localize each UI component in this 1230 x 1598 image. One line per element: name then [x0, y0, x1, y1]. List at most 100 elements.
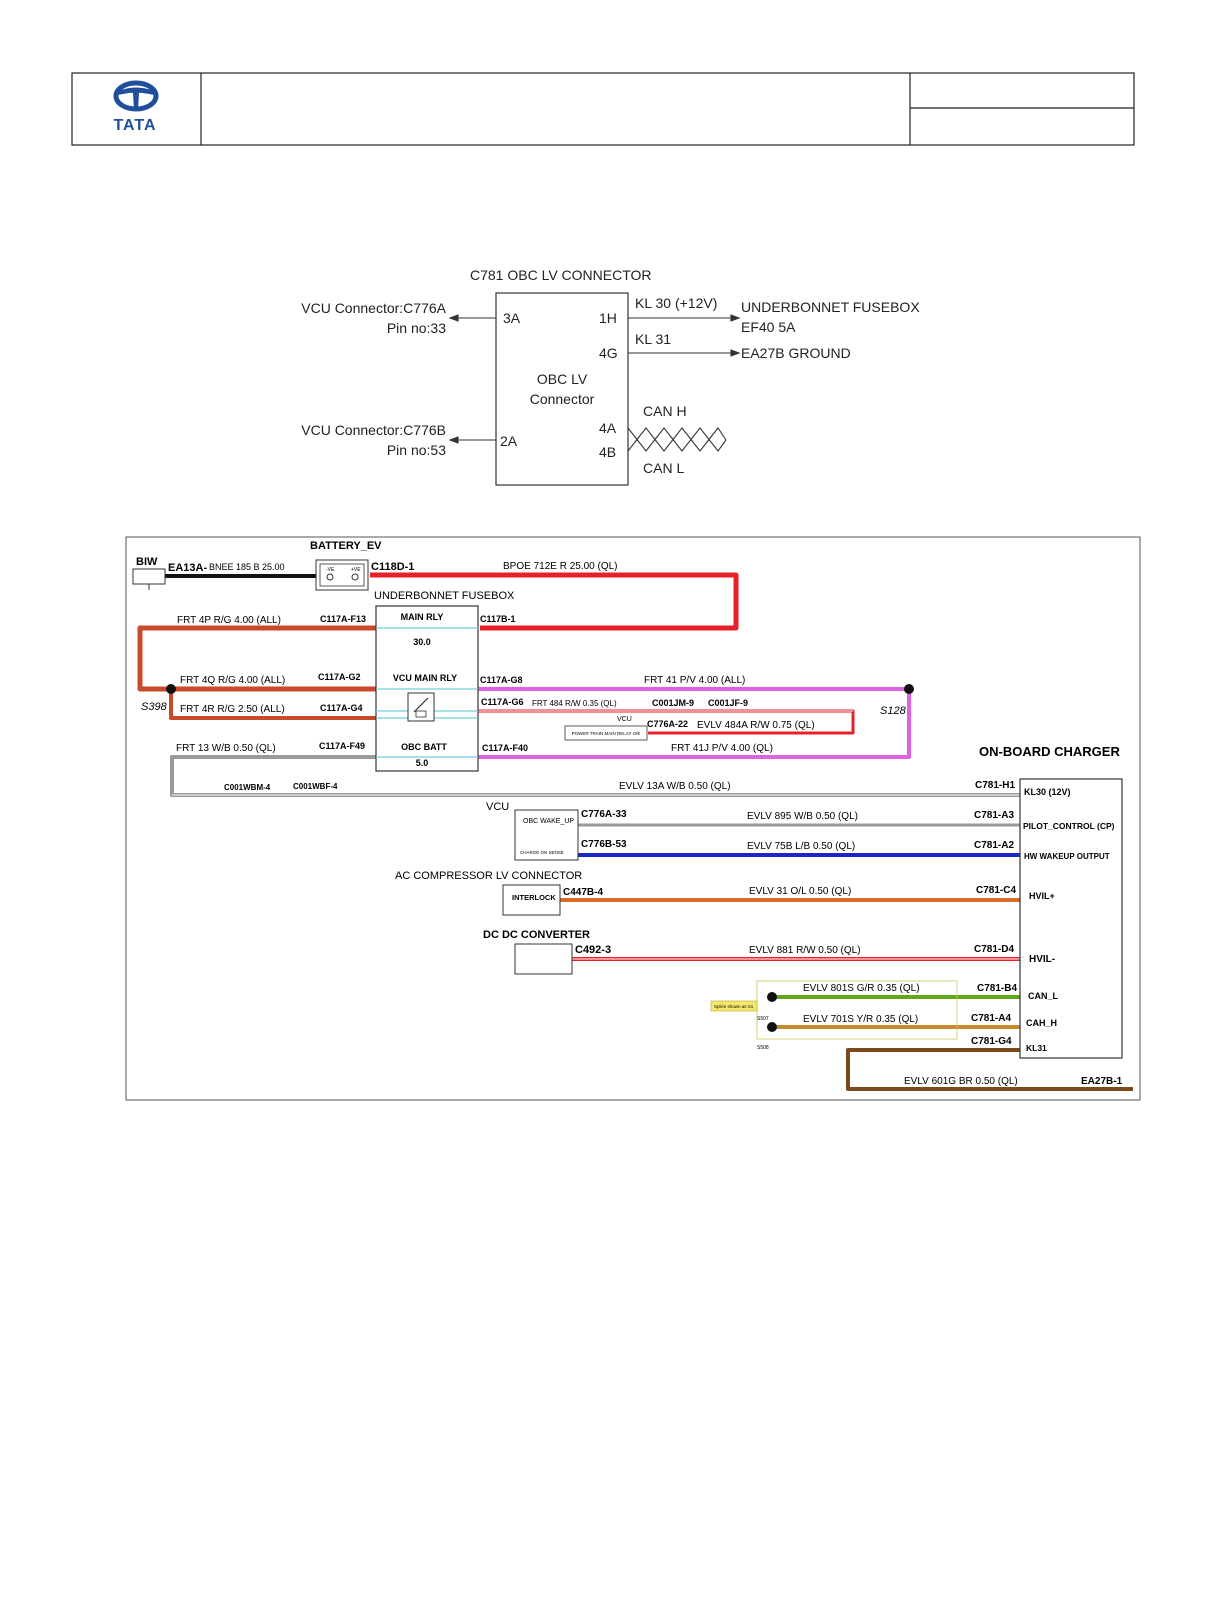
- splice-s398: [166, 684, 176, 694]
- splice-s507: [767, 992, 777, 1002]
- evlv-601g-label: EVLV 601G BR 0.50 (QL): [904, 1076, 1018, 1087]
- pt-relay-label: POWER TRAIN MAIN RELAY O/E: [572, 731, 641, 736]
- pt-relay-box: [564, 725, 648, 741]
- c781-c4-label: C781-C4: [976, 885, 1016, 896]
- bpoe-label: BPOE 712E R 25.00 (QL): [503, 561, 618, 572]
- arrow-kl30: [628, 314, 741, 322]
- pin-3a: 3A: [503, 310, 521, 326]
- pin-4g: 4G: [599, 345, 618, 361]
- wiring-schematic: BIW EA13A- BNEE 185 B 25.00 BATTERY_EV -…: [125, 536, 1141, 1101]
- c781-a2-label: C781-A2: [974, 840, 1014, 851]
- fusebox-fuse: EF40 5A: [741, 319, 796, 335]
- s398-label: S398: [141, 701, 168, 713]
- c781-a4-label: C781-A4: [971, 1013, 1011, 1024]
- c117a-g2-label: C117A-G2: [318, 672, 361, 682]
- wire-frt-41: [478, 687, 911, 759]
- biw-ground: BIW: [132, 556, 166, 590]
- c447b-label: C447B-4: [563, 887, 603, 898]
- vcu-block: [514, 809, 579, 861]
- splice-s508: [767, 1022, 777, 1032]
- box-label-1: OBC LV: [537, 371, 588, 387]
- kl30-label: KL 30 (+12V): [635, 295, 717, 311]
- tata-logo: TATA: [113, 80, 159, 134]
- c001jf-label: C001JF-9: [708, 698, 748, 708]
- kl30-12v-label: KL30 (12V): [1024, 787, 1071, 797]
- obc-batt-label: OBC BATT: [401, 742, 447, 752]
- arrow-to-vcu-b: [448, 436, 496, 444]
- fusebox-label: UNDERBONNET FUSEBOX: [741, 299, 920, 315]
- can-l-label: CAN_L: [1028, 991, 1059, 1001]
- relay-icon: [407, 692, 435, 722]
- frt-4q-label: FRT 4Q R/G 4.00 (ALL): [180, 675, 285, 686]
- c117a-f13-label: C117A-F13: [320, 614, 366, 624]
- c776a-33-label: C776A-33: [581, 809, 627, 820]
- c001jm-label: C001JM-9: [652, 698, 694, 708]
- c781-g4-label: C781-G4: [971, 1036, 1012, 1047]
- battery-plus: +VE: [351, 567, 361, 573]
- hvil-minus-label: HVIL-: [1029, 954, 1055, 965]
- arrow-to-vcu-a: [448, 314, 496, 322]
- charge-sense-label: CHARGE ON SENSE: [520, 850, 564, 855]
- frt-41-label: FRT 41 P/V 4.00 (ALL): [644, 675, 745, 686]
- can-h-label: CAN H: [643, 403, 687, 419]
- header-table: [71, 72, 1135, 146]
- c781-b4-label: C781-B4: [977, 983, 1017, 994]
- obc-box: [1019, 778, 1123, 1059]
- c001wbm-label: C001WBM-4: [224, 783, 271, 792]
- wire-bpoe: [370, 572, 739, 631]
- obc-batt-value: 5.0: [416, 758, 429, 768]
- arrow-kl31: [628, 349, 741, 357]
- pilot-label: PILOT_CONTROL (CP): [1023, 821, 1115, 831]
- frt-4r-label: FRT 4R R/G 2.50 (ALL): [180, 704, 285, 715]
- c492-label: C492-3: [575, 944, 611, 956]
- evlv-701s-label: EVLV 701S Y/R 0.35 (QL): [803, 1014, 918, 1025]
- hw-wake-label: HW WAKEUP OUTPUT: [1024, 852, 1110, 861]
- vcu-main-rly-label: VCU MAIN RLY: [393, 673, 457, 683]
- frt-484-label: FRT 484 R/W 0.35 (QL): [532, 699, 617, 708]
- evlv-881-label: EVLV 881 R/W 0.50 (QL): [749, 945, 861, 956]
- wire-frt-4r: [169, 689, 376, 720]
- pin-4b: 4B: [599, 444, 616, 460]
- cah-h-label: CAH_H: [1026, 1018, 1057, 1028]
- dcdc-block: [514, 943, 573, 975]
- battery-minus: -VE: [326, 567, 335, 573]
- evlv-13a-label: EVLV 13A W/B 0.50 (QL): [619, 781, 731, 792]
- bnee-label: BNEE 185 B 25.00: [209, 562, 285, 572]
- s507-label: S507: [757, 1016, 769, 1022]
- battery-icon: -VE +VE: [315, 559, 369, 591]
- vcu-label: VCU: [486, 801, 509, 813]
- obc-wake-label: OBC WAKE_UP: [523, 818, 574, 825]
- box-label-2: Connector: [530, 391, 595, 407]
- fusebox-label: UNDERBONNET FUSEBOX: [374, 590, 515, 602]
- interlock-label: INTERLOCK: [512, 893, 556, 902]
- c117a-g6-label: C117A-G6: [481, 697, 524, 707]
- main-rly-value: 30.0: [413, 637, 431, 647]
- vcu-b-label: VCU Connector:C776B: [301, 422, 446, 438]
- pin-1h: 1H: [599, 310, 617, 326]
- c781-a3-label: C781-A3: [974, 810, 1014, 821]
- wire-frt-4p-4q: [137, 625, 376, 692]
- evlv-31-label: EVLV 31 O/L 0.50 (QL): [749, 886, 851, 897]
- hvil-plus-label: HVIL+: [1029, 891, 1055, 901]
- frt-41j-label: FRT 41J P/V 4.00 (QL): [671, 743, 773, 754]
- vcu-a-pin: Pin no:33: [387, 320, 446, 336]
- evlv-75b-label: EVLV 75B L/B 0.50 (QL): [747, 841, 855, 852]
- s508-label: S508: [757, 1045, 769, 1051]
- ea13a-label: EA13A-: [168, 562, 207, 574]
- vcu-a-label: VCU Connector:C776A: [301, 300, 446, 316]
- c118d-label: C118D-1: [371, 561, 414, 573]
- splice-note-label: Splice shown as S1: [714, 1004, 754, 1009]
- kl31-label: KL31: [1026, 1043, 1047, 1053]
- obc-title: ON-BOARD CHARGER: [979, 744, 1120, 759]
- connector-title: C781 OBC LV CONNECTOR: [470, 267, 652, 283]
- connector-diagram: C781 OBC LV CONNECTOR OBC LV Connector 3…: [301, 267, 920, 486]
- c117a-g4-label: C117A-G4: [320, 703, 363, 713]
- main-rly-label: MAIN RLY: [401, 612, 444, 622]
- ea27b-label: EA27B-1: [1081, 1076, 1123, 1087]
- c781-h1-label: C781-H1: [975, 780, 1015, 791]
- splice-note-box: [710, 1000, 758, 1012]
- can-l-label: CAN L: [643, 460, 684, 476]
- c776b-53-label: C776B-53: [581, 839, 627, 850]
- c117a-f49-label: C117A-F49: [319, 741, 365, 751]
- ac-comp-label: AC COMPRESSOR LV CONNECTOR: [395, 870, 582, 882]
